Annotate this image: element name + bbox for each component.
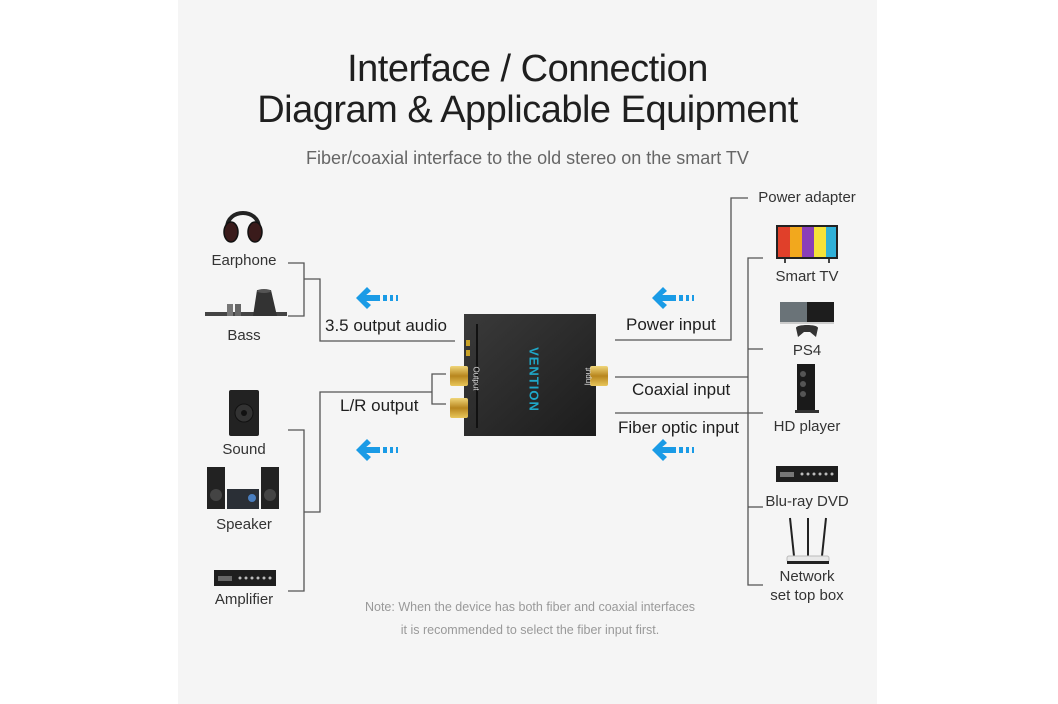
label-fiber-optic-input: Fiber optic input — [618, 418, 739, 437]
device-brand-logo: VENTION — [526, 347, 542, 412]
arrow-left-icon — [356, 439, 398, 461]
arrow-left-icon — [652, 439, 694, 461]
bracket-right-devices — [747, 257, 763, 586]
device-label-bluray-dvd: Blu-ray DVD — [765, 493, 849, 510]
arrow-left-icon — [652, 287, 694, 309]
device-label-smart-tv: Smart TV — [775, 268, 839, 285]
device-label-set-top-box: set top box — [770, 587, 844, 604]
arrow-left-icon — [356, 287, 398, 309]
device-label-hd-player: HD player — [773, 418, 841, 435]
line-lr-output — [304, 391, 432, 513]
page-title-line2: Diagram & Applicable Equipment — [257, 89, 798, 131]
stereo-system-icon — [207, 467, 279, 509]
bracket-earphone-bass — [288, 262, 305, 317]
line-3.5-output — [304, 278, 455, 342]
device-label-bass: Bass — [227, 327, 261, 344]
label-lr-output: L/R output — [340, 396, 419, 415]
rca-output-jack-1 — [450, 366, 468, 386]
speaker-icon — [229, 390, 259, 436]
label-3.5-output-audio: 3.5 output audio — [325, 316, 447, 335]
rca-output-jack-2 — [450, 398, 468, 418]
tv-icon — [776, 225, 838, 263]
device-label-amplifier: Amplifier — [214, 591, 274, 608]
headphones-icon — [223, 211, 263, 243]
note-line1: Note: When the device has both fiber and… — [364, 600, 696, 614]
router-icon — [786, 517, 830, 564]
device-input-label: Input — [583, 367, 593, 386]
device-label-sound: Sound — [222, 441, 266, 458]
device-label-earphone: Earphone — [211, 252, 277, 269]
amplifier-icon — [214, 570, 276, 586]
device-label-power-adapter: Power adapter — [758, 189, 856, 206]
label-power-input: Power input — [626, 315, 716, 334]
tower-player-icon — [795, 364, 819, 413]
page-subtitle: Fiber/coaxial interface to the old stere… — [306, 148, 749, 168]
dvd-player-icon — [776, 466, 838, 482]
bracket-sound-amplifier — [288, 429, 305, 592]
page-title-line1: Interface / Connection — [347, 48, 708, 90]
device-label-network: Network — [779, 568, 835, 585]
bracket-rca — [431, 373, 446, 405]
note-line2: it is recommended to select the fiber in… — [400, 623, 660, 637]
game-console-icon — [780, 302, 834, 337]
device-body — [464, 314, 596, 436]
label-coaxial-input: Coaxial input — [632, 380, 731, 399]
coaxial-input-jack — [590, 366, 608, 386]
device-output-label: Output — [471, 366, 481, 391]
line-power — [615, 197, 748, 341]
device-label-ps4: PS4 — [792, 342, 822, 359]
device-label-speaker: Speaker — [216, 516, 272, 533]
converter-device — [450, 314, 608, 436]
soundbar-icon — [205, 289, 287, 316]
